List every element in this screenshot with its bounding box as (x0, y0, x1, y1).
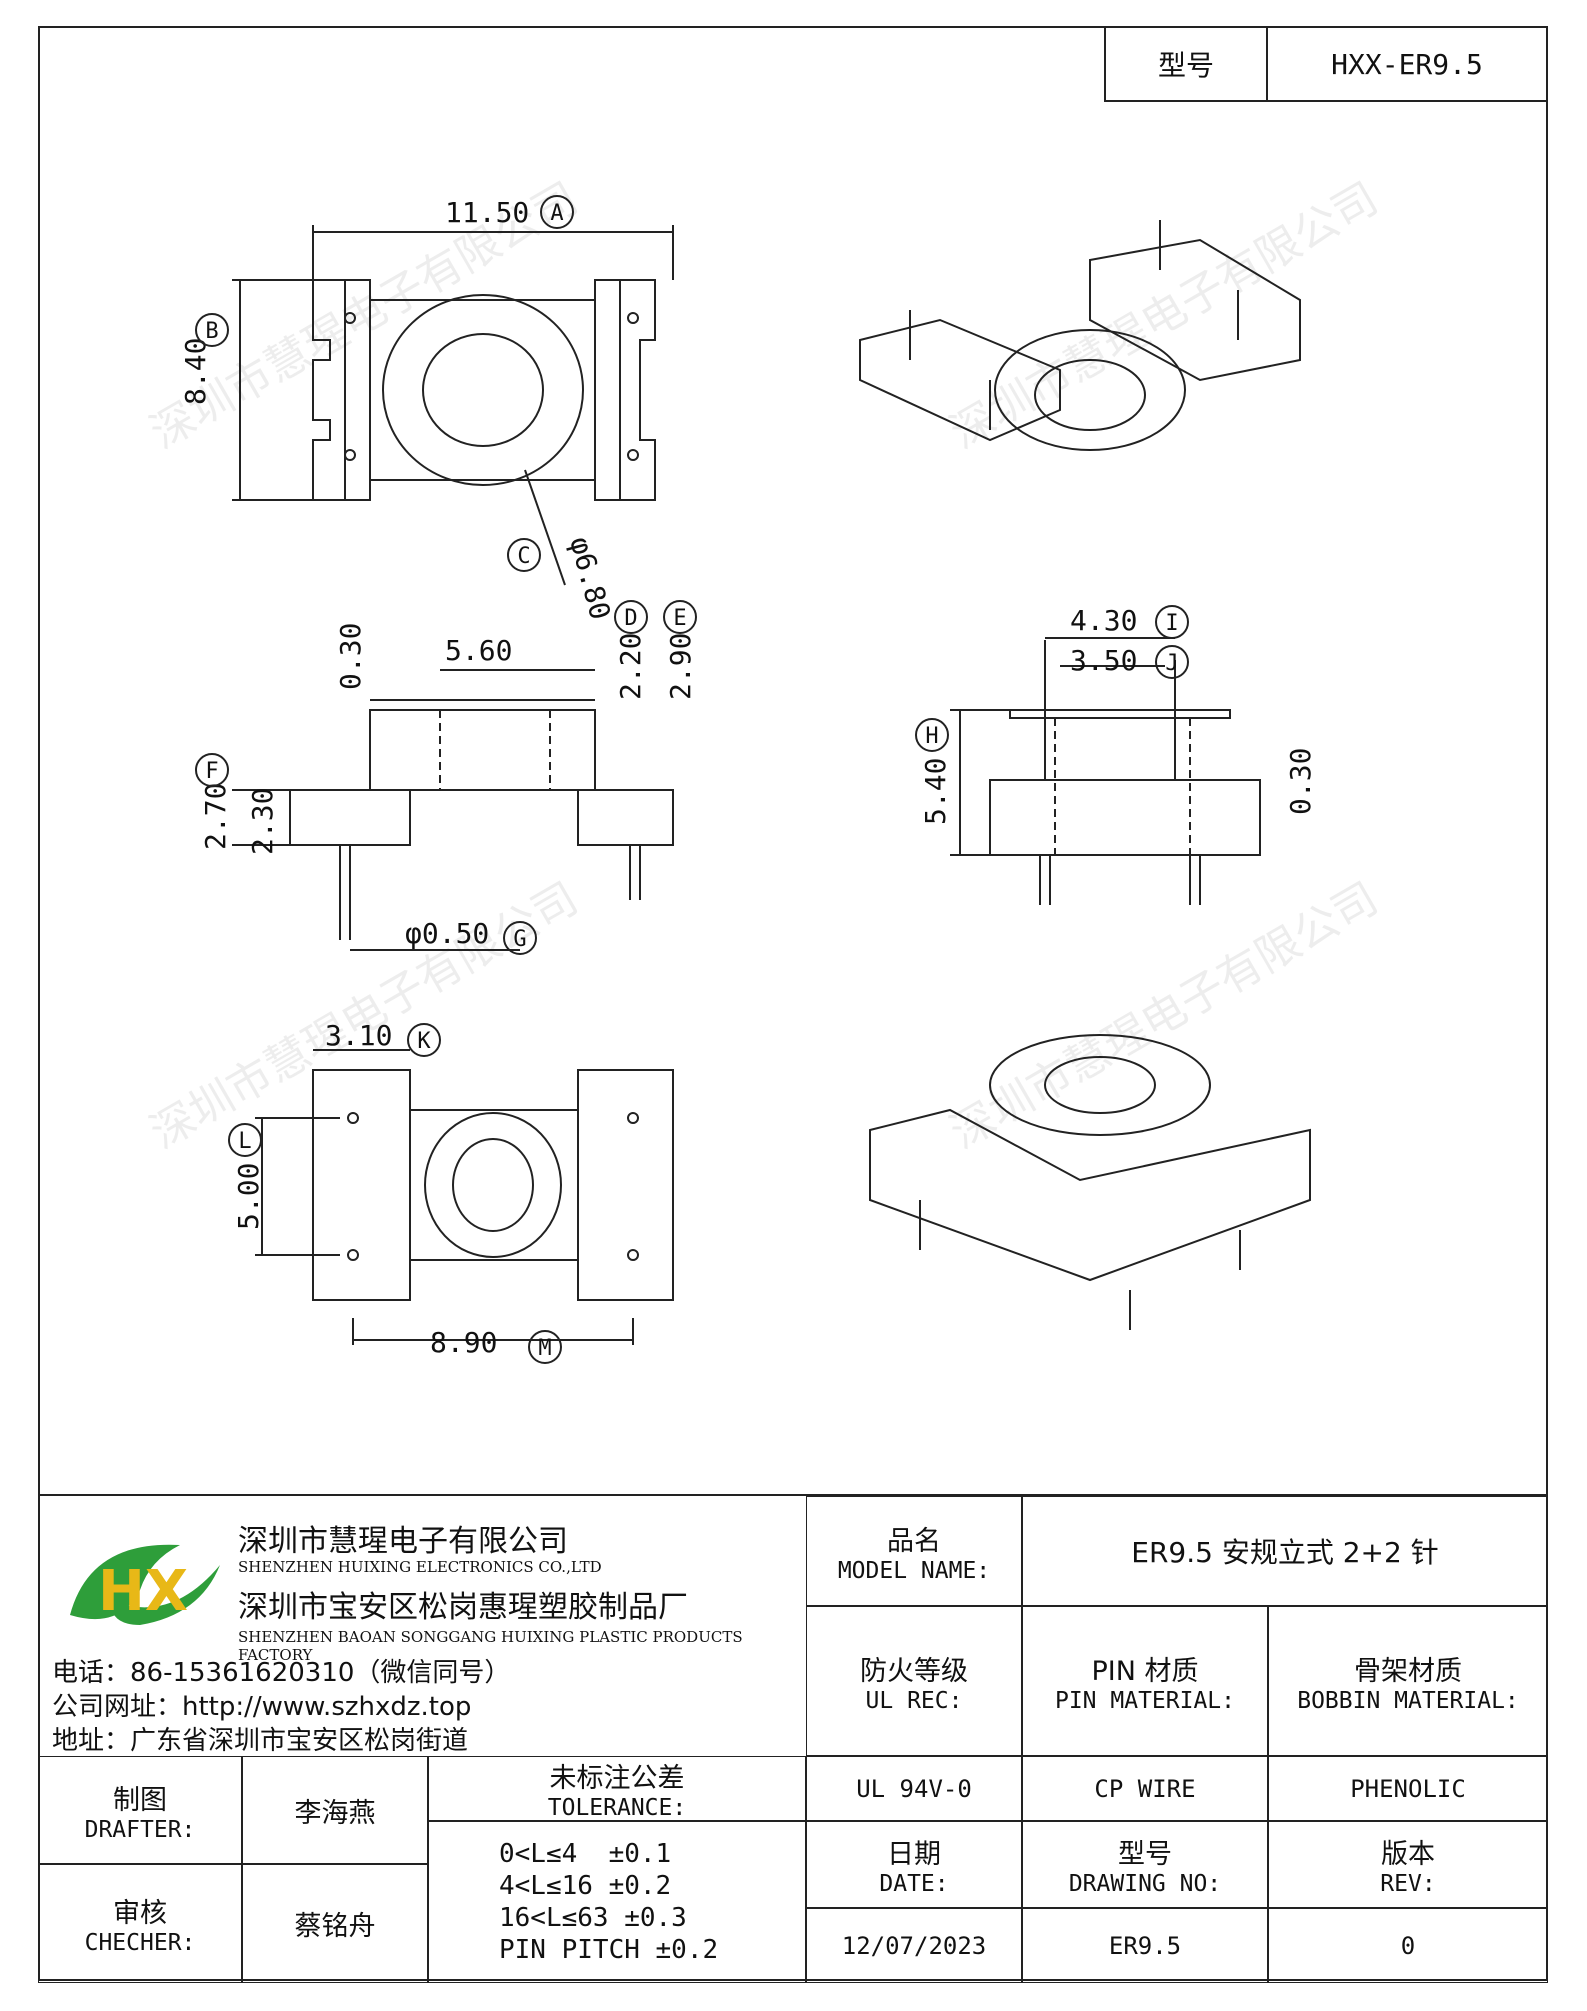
bobbin-en: BOBBIN MATERIAL: (1297, 1687, 1519, 1714)
tolerance-en: TOLERANCE: (547, 1795, 687, 1821)
rev-label: 版本 REV: (1268, 1821, 1548, 1908)
marker-g: G (513, 927, 526, 952)
checker-en: CHECHER: (84, 1930, 196, 1956)
drawing-frame (38, 26, 1548, 1981)
model-name-cn: 品名 (887, 1525, 941, 1557)
drawing-no-label: 型号 DRAWING NO: (1022, 1821, 1268, 1908)
marker-d: D (624, 606, 637, 631)
rev-en: REV: (1380, 1871, 1436, 1897)
marker-k: K (417, 1029, 431, 1054)
dim-d-value: 2.20 (614, 633, 647, 700)
pin-en: PIN MATERIAL: (1054, 1687, 1235, 1714)
date-cn: 日期 (887, 1839, 941, 1870)
logo-text: HX (98, 1559, 188, 1624)
isometric-view-bottom (869, 1034, 1311, 1330)
title-block: HX 深圳市慧瑆电子有限公司 SHENZHEN HUIXING ELECTRON… (38, 1494, 1548, 1983)
drawing-no-value: ER9.5 (1022, 1908, 1268, 1983)
dim-side-width: 5.60 (445, 634, 512, 667)
company-website: 公司网址：http://www.szhxdz.top (52, 1692, 472, 1722)
tolerance-cn: 未标注公差 (549, 1763, 685, 1794)
marker-c: C (517, 544, 530, 569)
tolerance-line: 4<L≤16 ±0.2 (499, 1871, 672, 1901)
company-info: HX 深圳市慧瑆电子有限公司 SHENZHEN HUIXING ELECTRON… (38, 1496, 806, 1756)
pin-material-label: PIN 材质 PIN MATERIAL: (1022, 1606, 1268, 1756)
date-label: 日期 DATE: (806, 1821, 1022, 1908)
tolerance-line: PIN PITCH ±0.2 (499, 1935, 719, 1965)
tolerance-line: 16<L≤63 ±0.3 (499, 1903, 687, 1933)
pin-cn: PIN 材质 (1091, 1655, 1199, 1687)
company-logo: HX (50, 1520, 230, 1640)
marker-m: M (538, 1336, 551, 1361)
model-label: 型号 (1106, 28, 1268, 100)
ul-label: 防火等级 UL REC: (806, 1606, 1022, 1756)
dim-f-value: 2.70 (199, 783, 232, 850)
side-view (232, 669, 674, 951)
dim-side-top: 0.30 (334, 623, 367, 690)
marker-j: J (1165, 651, 1178, 676)
dim-c-value: φ6.80 (563, 533, 617, 623)
ul-en: UL REC: (865, 1687, 963, 1714)
date-en: DATE: (879, 1871, 949, 1897)
marker-b: B (205, 319, 218, 344)
marker-a: A (550, 201, 563, 226)
marker-l: L (238, 1129, 251, 1154)
tolerance-line: 0<L≤4 ±0.1 (499, 1839, 672, 1869)
marker-h: H (925, 724, 938, 749)
dim-h-value: 5.40 (919, 758, 952, 825)
bobbin-material-label: 骨架材质 BOBBIN MATERIAL: (1268, 1606, 1548, 1756)
model-name-label: 品名 MODEL NAME: (806, 1496, 1022, 1606)
company-name-en: SHENZHEN HUIXING ELECTRONICS CO.,LTD (238, 1558, 602, 1576)
dim-a-value: 11.50 (445, 196, 529, 229)
drafter-cn: 制图 (113, 1784, 167, 1816)
dim-g-value: φ0.50 (405, 917, 489, 950)
drawing-cn: 型号 (1118, 1839, 1172, 1870)
dim-i-value: 4.30 (1070, 604, 1137, 637)
dim-right-flange: 0.30 (1284, 748, 1317, 815)
tolerance-label: 未标注公差 TOLERANCE: (428, 1756, 806, 1821)
dim-j-value: 3.50 (1070, 644, 1137, 677)
tolerance-list: 0<L≤4 ±0.1 4<L≤16 ±0.2 16<L≤63 ±0.3 PIN … (428, 1821, 806, 1983)
model-value: HXX-ER9.5 (1331, 47, 1483, 81)
drawing-en: DRAWING NO: (1068, 1871, 1222, 1897)
drafter-en: DRAFTER: (84, 1816, 196, 1843)
company-name-cn: 深圳市慧瑆电子有限公司 (238, 1524, 568, 1559)
pin-value: CP WIRE (1022, 1756, 1268, 1821)
marker-i: I (1165, 611, 1178, 636)
model-header: 型号 HXX-ER9.5 (1104, 26, 1548, 102)
factory-name-en: SHENZHEN BAOAN SONGGANG HUIXING PLASTIC … (238, 1628, 743, 1664)
drafter-value: 李海燕 (242, 1756, 428, 1864)
company-phone: 电话：86-15361620310（微信同号） (52, 1658, 511, 1688)
bobbin-cn: 骨架材质 (1354, 1655, 1462, 1687)
dim-e-value: 2.90 (664, 633, 697, 700)
dim-side-inner: 2.30 (246, 788, 279, 855)
rev-cn: 版本 (1381, 1839, 1435, 1870)
dim-b-value: 8.40 (179, 338, 212, 405)
dim-m-value: 8.90 (430, 1326, 497, 1359)
side-view-right (950, 637, 1261, 905)
marker-f: F (205, 759, 218, 784)
top-view (232, 225, 674, 586)
checker-label: 审核 CHECHER: (38, 1864, 242, 1983)
marker-e: E (673, 606, 686, 631)
bottom-view (255, 1049, 674, 1345)
bobbin-value: PHENOLIC (1268, 1756, 1548, 1821)
dim-l-value: 5.00 (232, 1163, 265, 1230)
factory-name-cn: 深圳市宝安区松岗惠瑆塑胶制品厂 (238, 1590, 688, 1625)
model-name-en: MODEL NAME: (837, 1557, 991, 1584)
rev-value: 0 (1268, 1908, 1548, 1983)
date-value: 12/07/2023 (806, 1908, 1022, 1983)
company-address: 地址：广东省深圳市宝安区松岗街道 (52, 1726, 469, 1756)
checker-cn: 审核 (113, 1898, 167, 1929)
isometric-view-top (859, 220, 1301, 451)
model-name-value: ER9.5 安规立式 2+2 针 (1022, 1496, 1548, 1606)
technical-drawing: 11.50 8.40 φ6.80 5.60 0.30 2.20 2.90 2.7… (179, 195, 1317, 1364)
checker-value: 蔡铭舟 (242, 1864, 428, 1983)
ul-cn: 防火等级 (860, 1655, 968, 1687)
drafter-label: 制图 DRAFTER: (38, 1756, 242, 1864)
ul-value: UL 94V-0 (806, 1756, 1022, 1821)
dim-k-value: 3.10 (325, 1019, 392, 1052)
